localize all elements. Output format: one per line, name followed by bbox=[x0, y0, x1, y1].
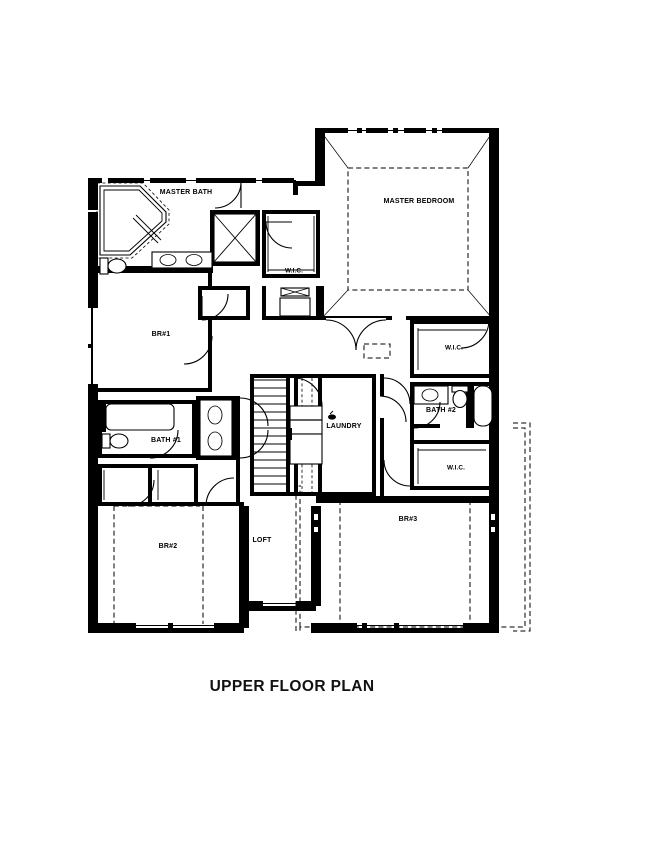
bath-2-fixtures bbox=[413, 385, 493, 427]
room-label-master-wic: W.I.C. bbox=[285, 268, 303, 275]
page-title: UPPER FLOOR PLAN bbox=[210, 678, 375, 695]
room-label-loft: LOFT bbox=[252, 537, 272, 544]
bedroom-ceiling-lines bbox=[113, 499, 471, 624]
laundry-appliances bbox=[288, 405, 336, 465]
room-label-wic-upper-right: W.I.C. bbox=[445, 345, 463, 352]
room-label-bath-2: BATH #2 bbox=[426, 407, 456, 414]
stairs-down bbox=[254, 378, 313, 492]
master-bedroom-tray-ceiling bbox=[321, 132, 493, 319]
bath-1-fixtures bbox=[101, 399, 233, 457]
hvac-unit bbox=[279, 287, 311, 317]
room-labels: MASTER BEDROOM MASTER BATH W.I.C. BR#1 B… bbox=[151, 189, 465, 550]
attic-access bbox=[363, 343, 391, 359]
roof-overhang-dashed bbox=[295, 422, 531, 632]
room-label-bedroom-2: BR#2 bbox=[159, 543, 178, 550]
washer-icon bbox=[328, 410, 336, 420]
room-label-bedroom-3: BR#3 bbox=[399, 516, 418, 523]
room-label-master-bath: MASTER BATH bbox=[160, 189, 213, 196]
room-label-master-bedroom: MASTER BEDROOM bbox=[384, 198, 455, 205]
room-label-bath-1: BATH #1 bbox=[151, 437, 181, 444]
master-bath-fixtures bbox=[96, 182, 257, 275]
door-swings bbox=[127, 181, 490, 507]
room-label-laundry: LAUNDRY bbox=[326, 423, 361, 430]
interior-walls bbox=[98, 210, 496, 506]
room-label-bedroom-1: BR#1 bbox=[152, 331, 171, 338]
room-label-wic-lower-right: W.I.C. bbox=[447, 465, 465, 472]
bedroom-3-windows bbox=[313, 509, 496, 537]
exterior-walls bbox=[88, 128, 499, 633]
